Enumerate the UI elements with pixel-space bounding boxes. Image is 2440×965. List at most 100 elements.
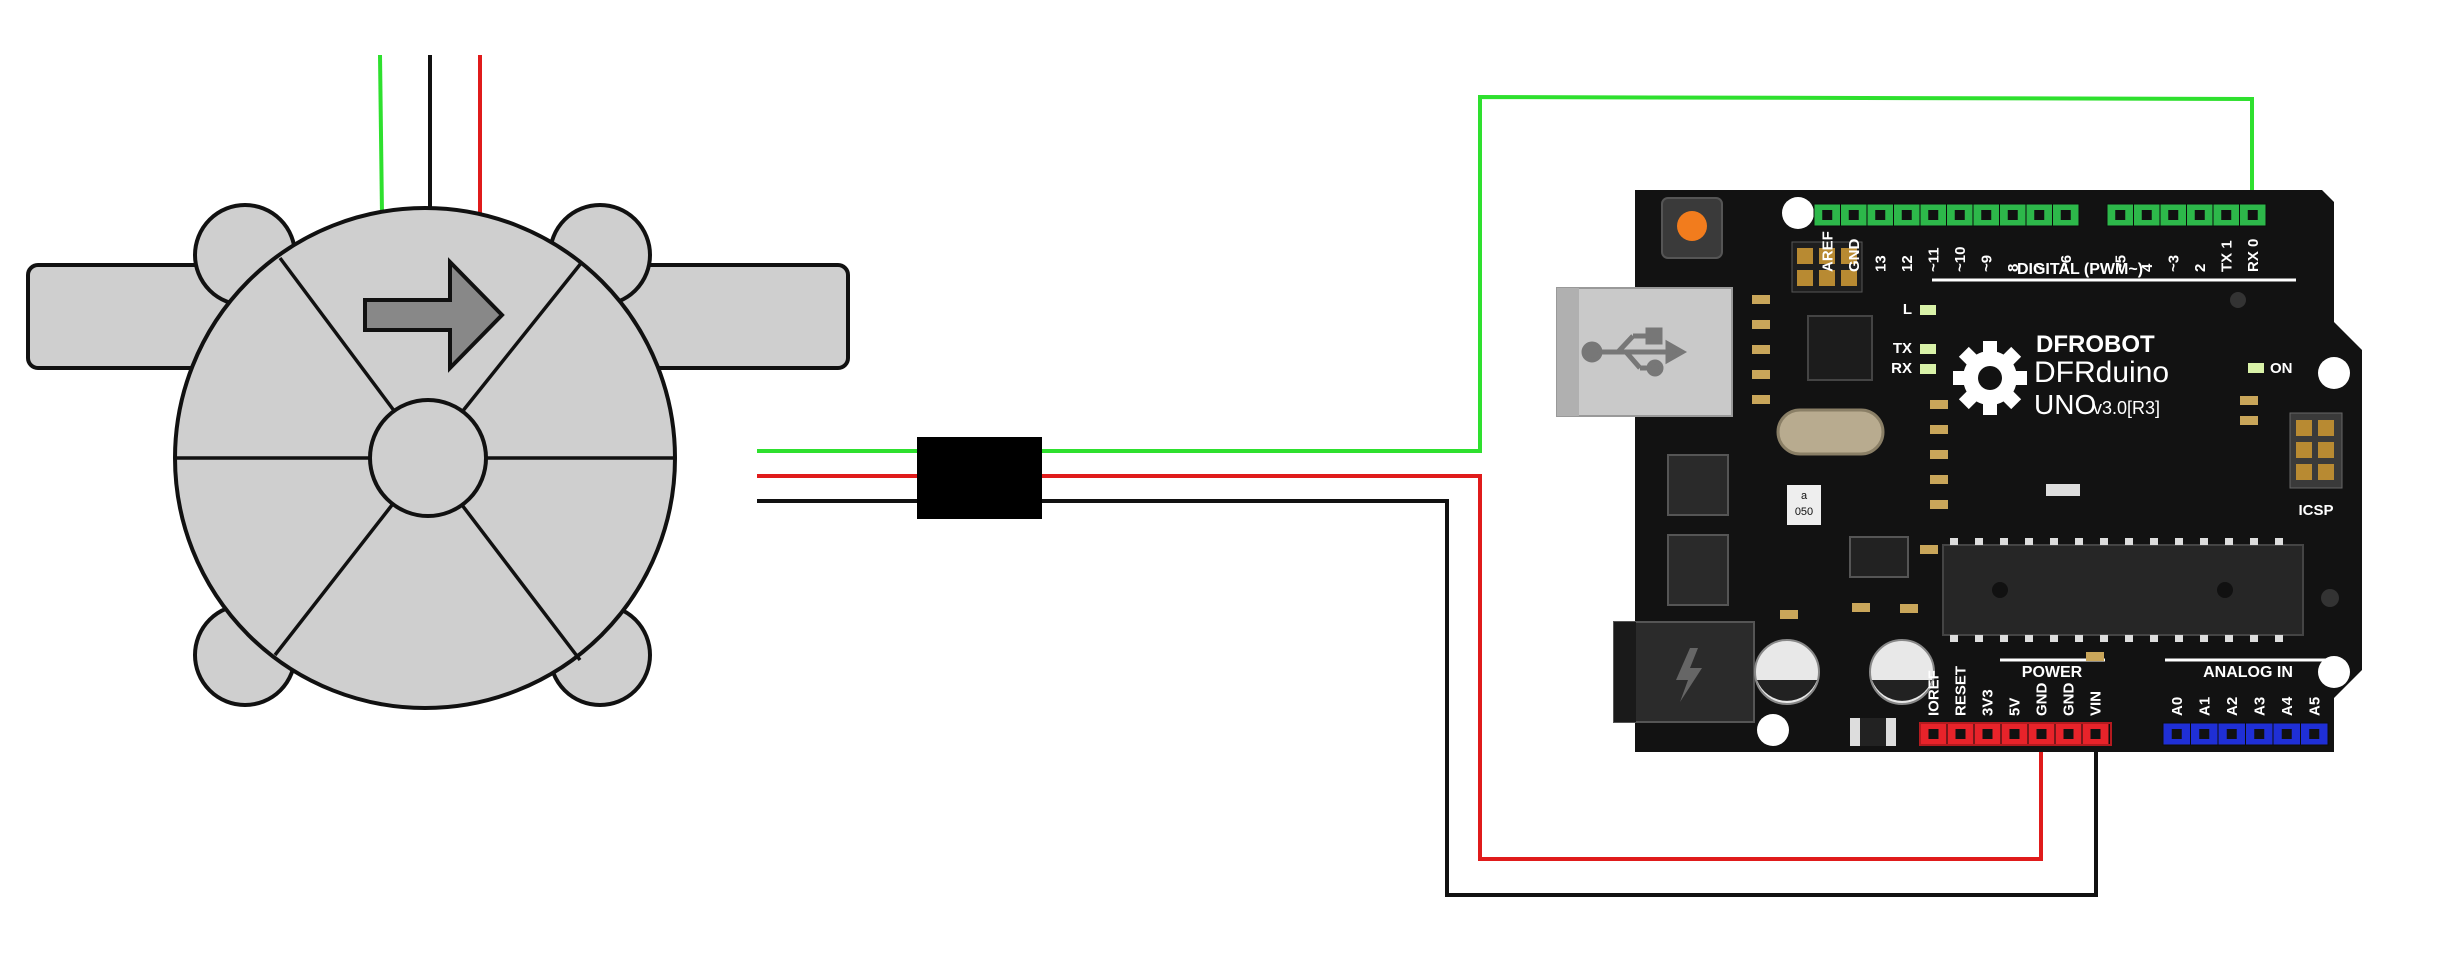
power-header [1919,722,2112,746]
pin-label: 3V3 [1980,689,1997,716]
pin-label: ~11 [1925,247,1942,272]
brand-name: DFROBOT [2036,331,2155,358]
pin-label: A5 [2306,697,2323,716]
digital-header [1813,203,2267,227]
mounting-hole [1782,197,1814,229]
vcc-wire [1042,474,2043,861]
wires [1042,94,2254,897]
pin-label: 2 [2192,264,2209,272]
flow-sensor [26,54,850,710]
pin-label: RX 0 [2245,239,2262,272]
icsp-label: ICSP [2298,502,2333,519]
analog-pin-labels: A0 A1 A2 A3 A4 A5 [2169,696,2324,716]
smd-component [1752,320,1770,329]
pin-label: ~6 [2058,255,2075,272]
smd-component [1930,500,1948,509]
mounting-hole [2318,656,2350,688]
pin-label: GND [1846,239,1863,273]
pin-label: 8 [2005,264,2022,272]
smd-component [1752,370,1770,379]
led-tx [1920,344,1936,354]
smd-component [1852,603,1870,612]
arduino-board: a 050 AR [1556,190,2362,752]
pin-label: 13 [1872,255,1889,272]
voltage-regulator [1667,534,1729,606]
usb-icon [1581,327,1688,377]
pin-label: 5V [2007,698,2024,716]
icsp-header [2289,412,2343,489]
signal-wire [1042,94,2254,453]
pin-label: 4 [2139,263,2156,272]
flow-direction-arrow-icon [363,257,505,373]
digital-pin-labels: AREF GND 13 12 ~11 ~10 ~9 8 7 ~6 ~5 4 ~3 2 TX 1 RX 0 [1819,231,2262,272]
smd-component [2240,416,2258,425]
led-on [2248,363,2264,373]
pin-label: A2 [2224,697,2241,716]
digital-header-title: DIGITAL (PWM~) [2017,261,2143,278]
dfrobot-logo-icon [1953,341,2027,415]
analog-header [2162,722,2329,746]
crystal-resonator [1787,485,1821,525]
sensor-hub [368,398,488,518]
smd-component [1930,400,1948,409]
pin-label: ~3 [2165,255,2182,272]
pin-label: A4 [2279,696,2296,716]
pin-label: GND [2061,683,2078,717]
pin-label: IOREF [1926,670,1943,716]
smd-component [1930,425,1948,434]
crystal-label-top: a [1801,490,1808,502]
lightning-icon [1676,648,1702,702]
power-header-title: POWER [2022,664,2083,681]
smd-component [2240,396,2258,405]
led-label-rx: RX [1891,360,1912,377]
pin-label: 12 [1899,255,1916,272]
smd-component [1752,345,1770,354]
smd-component [1920,545,1938,554]
gnd-wire [1042,499,2098,897]
led-l [1920,305,1936,315]
smd-component [1752,295,1770,304]
usb-interface-chip [1807,315,1873,381]
icsp1-header [1791,241,1863,293]
crystal-oscillator [1776,408,1885,456]
op-amp-chip [1849,536,1909,578]
version-label: v3.0[R3] [2093,398,2160,418]
pin-label: TX 1 [2218,240,2235,272]
mounting-hole [1757,714,1789,746]
smd-component [1930,450,1948,459]
pin-label: A0 [2169,697,2186,716]
sensor-signal-lead [378,54,384,216]
pin-label: A3 [2251,697,2268,716]
pin-label: ~9 [1978,255,1995,272]
smd-component [1780,610,1798,619]
pin-label: RESET [1953,666,1970,716]
pin-label: A1 [2196,697,2213,716]
led-rx [1920,364,1936,374]
crystal-label-bottom: 050 [1795,506,1813,518]
smd-component [1752,395,1770,404]
mounting-hole [2318,357,2350,389]
smd-component [1930,475,1948,484]
smd-component [2046,484,2080,496]
voltage-regulator [1667,454,1729,516]
analog-header-title: ANALOG IN [2203,664,2293,681]
cable-connector [917,437,1042,519]
led-label-tx: TX [1893,340,1912,357]
led-label-l: L [1903,301,1912,318]
sensor-spokes [175,256,675,662]
pin-label: GND [2034,683,2051,717]
pin-label: 7 [2031,264,2048,272]
pin-label: ~5 [2112,255,2129,272]
reset-button-cap [1677,211,1707,241]
model-name: DFRduino [2034,356,2169,389]
variant-name: UNO [2034,389,2096,420]
pin-label: AREF [1819,231,1836,272]
led-label-on: ON [2270,360,2293,377]
pin-label: ~10 [1952,247,1969,272]
smd-component [1900,604,1918,613]
smd-component [2086,652,2104,661]
sensor-cable [757,437,1042,519]
